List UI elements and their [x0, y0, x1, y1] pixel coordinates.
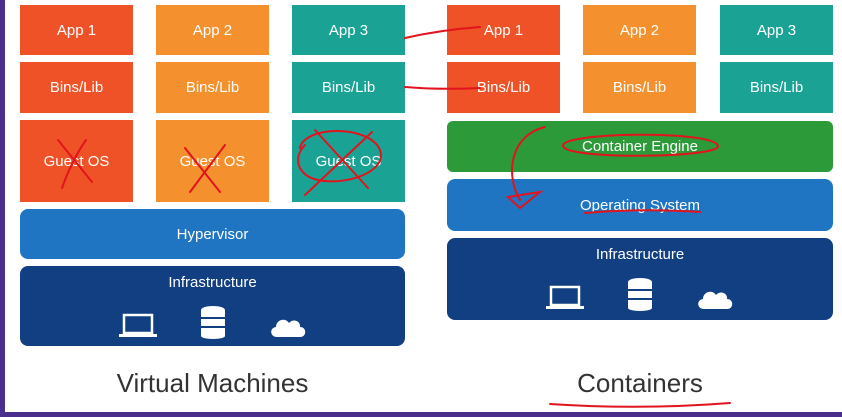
container-app-3: App 3 — [720, 5, 833, 55]
vm-app-1: App 1 — [20, 5, 133, 55]
container-bins-lib-2: Bins/Lib — [583, 62, 696, 113]
operating-system-layer: Operating System — [447, 179, 833, 231]
vm-infrastructure-label: Infrastructure — [168, 274, 257, 291]
laptop-icon — [118, 313, 158, 343]
vm-bins-lib-1: Bins/Lib — [20, 62, 133, 113]
container-bins-lib-3: Bins/Lib — [720, 62, 833, 113]
vm-guest-os-1: Guest OS — [20, 120, 133, 202]
vm-guest-os-2: Guest OS — [156, 120, 269, 202]
container-app-1: App 1 — [447, 5, 560, 55]
vm-guest-os-3: Guest OS — [292, 120, 405, 202]
vm-bins-lib-3: Bins/Lib — [292, 62, 405, 113]
cloud-icon — [695, 287, 735, 315]
vm-bins-lib-2: Bins/Lib — [156, 62, 269, 113]
container-app-2: App 2 — [583, 5, 696, 55]
frame-bottom-border — [0, 412, 842, 417]
containers-caption: Containers — [577, 368, 703, 398]
cloud-icon — [268, 315, 308, 343]
hypervisor-layer: Hypervisor — [20, 209, 405, 259]
database-icon — [200, 305, 226, 343]
container-infrastructure-label: Infrastructure — [595, 246, 685, 263]
vm-app-2: App 2 — [156, 5, 269, 55]
underline-containers — [549, 402, 731, 408]
vm-app-3: App 3 — [292, 5, 405, 55]
vm-caption: Virtual Machines — [116, 368, 309, 398]
laptop-icon — [545, 285, 585, 315]
container-bins-lib-1: Bins/Lib — [447, 62, 560, 113]
database-icon — [627, 277, 653, 315]
frame-left-border — [0, 0, 5, 417]
vm-infrastructure-layer: Infrastructure — [20, 266, 405, 346]
container-infrastructure-layer: Infrastructure — [447, 238, 833, 320]
container-engine-layer: Container Engine — [447, 121, 833, 172]
